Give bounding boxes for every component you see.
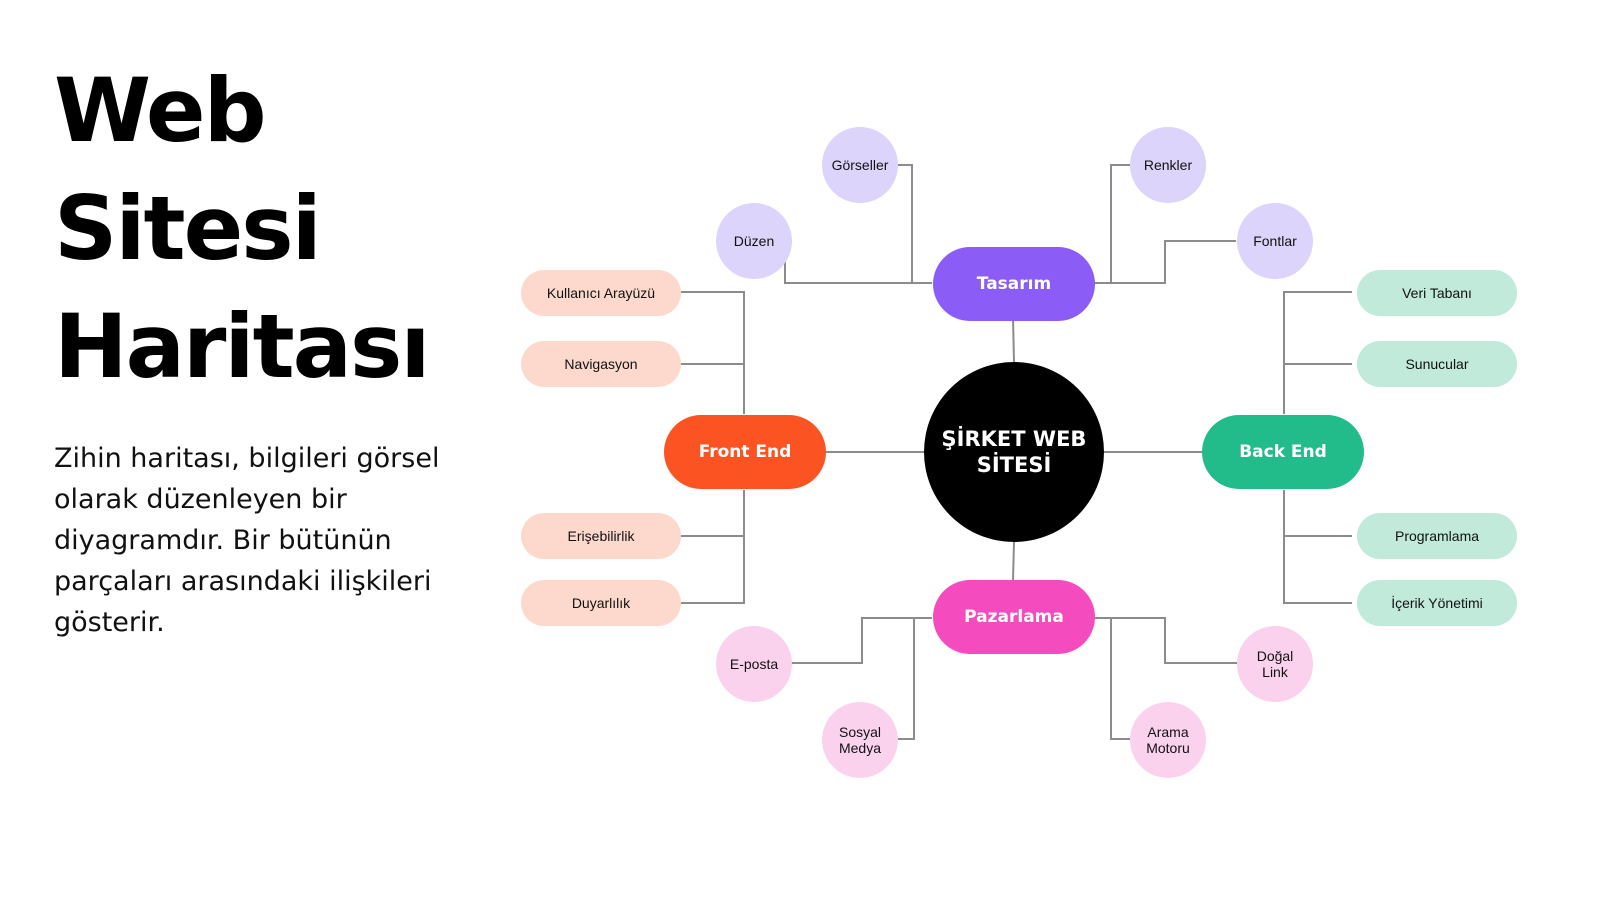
leaf-design-fontlar: Fontlar	[1237, 203, 1313, 279]
connector-center-design	[1012, 317, 1015, 363]
leaf-marketing-link: Doğal Link	[1237, 626, 1313, 702]
title-line-3: Haritası	[54, 295, 431, 398]
connector-backend-cms	[1283, 536, 1352, 604]
leaf-design-duzen: Düzen	[716, 203, 792, 279]
leaf-frontend-responsive: Duyarlılık	[521, 580, 681, 626]
connector-design-gorseller	[898, 164, 932, 284]
page-title: Web Sitesi Haritası	[54, 52, 431, 406]
connector-design-duzen	[784, 241, 932, 284]
connector-center-marketing	[1012, 541, 1015, 581]
connector-design-renkler	[1094, 164, 1130, 284]
leaf-marketing-search: Arama Motoru	[1130, 702, 1206, 778]
title-line-2: Sitesi	[54, 177, 322, 280]
leaf-marketing-social: Sosyal Medya	[822, 702, 898, 778]
connector-marketing-email	[791, 617, 932, 664]
connector-backend-prog	[1283, 490, 1352, 537]
connector-design-fontlar	[1094, 240, 1236, 284]
connector-marketing-social	[898, 617, 932, 740]
branch-backend: Back End	[1202, 415, 1364, 489]
connector-frontend-access	[680, 490, 745, 537]
branch-design: Tasarım	[933, 247, 1095, 321]
connector-marketing-link	[1094, 617, 1237, 664]
leaf-backend-db: Veri Tabanı	[1357, 270, 1517, 316]
branch-frontend: Front End	[664, 415, 826, 489]
leaf-design-gorseller: Görseller	[822, 127, 898, 203]
page-description: Zihin haritası, bilgileri görsel olarak …	[54, 443, 440, 638]
connector-frontend-ui	[680, 291, 745, 414]
connector-backend-db	[1283, 291, 1352, 414]
leaf-frontend-access: Erişebilirlik	[521, 513, 681, 559]
leaf-frontend-ui: Kullanıcı Arayüzü	[521, 270, 681, 316]
center-node: ŞİRKET WEB SİTESİ	[924, 362, 1104, 542]
leaf-frontend-nav: Navigasyon	[521, 341, 681, 387]
connector-frontend-responsive	[680, 536, 745, 604]
leaf-marketing-email: E-posta	[716, 626, 792, 702]
leaf-design-renkler: Renkler	[1130, 127, 1206, 203]
title-line-1: Web	[54, 59, 267, 162]
leaf-backend-prog: Programlama	[1357, 513, 1517, 559]
leaf-backend-cms: İçerik Yönetimi	[1357, 580, 1517, 626]
leaf-backend-servers: Sunucular	[1357, 341, 1517, 387]
branch-marketing: Pazarlama	[933, 580, 1095, 654]
connector-marketing-search	[1094, 617, 1130, 740]
